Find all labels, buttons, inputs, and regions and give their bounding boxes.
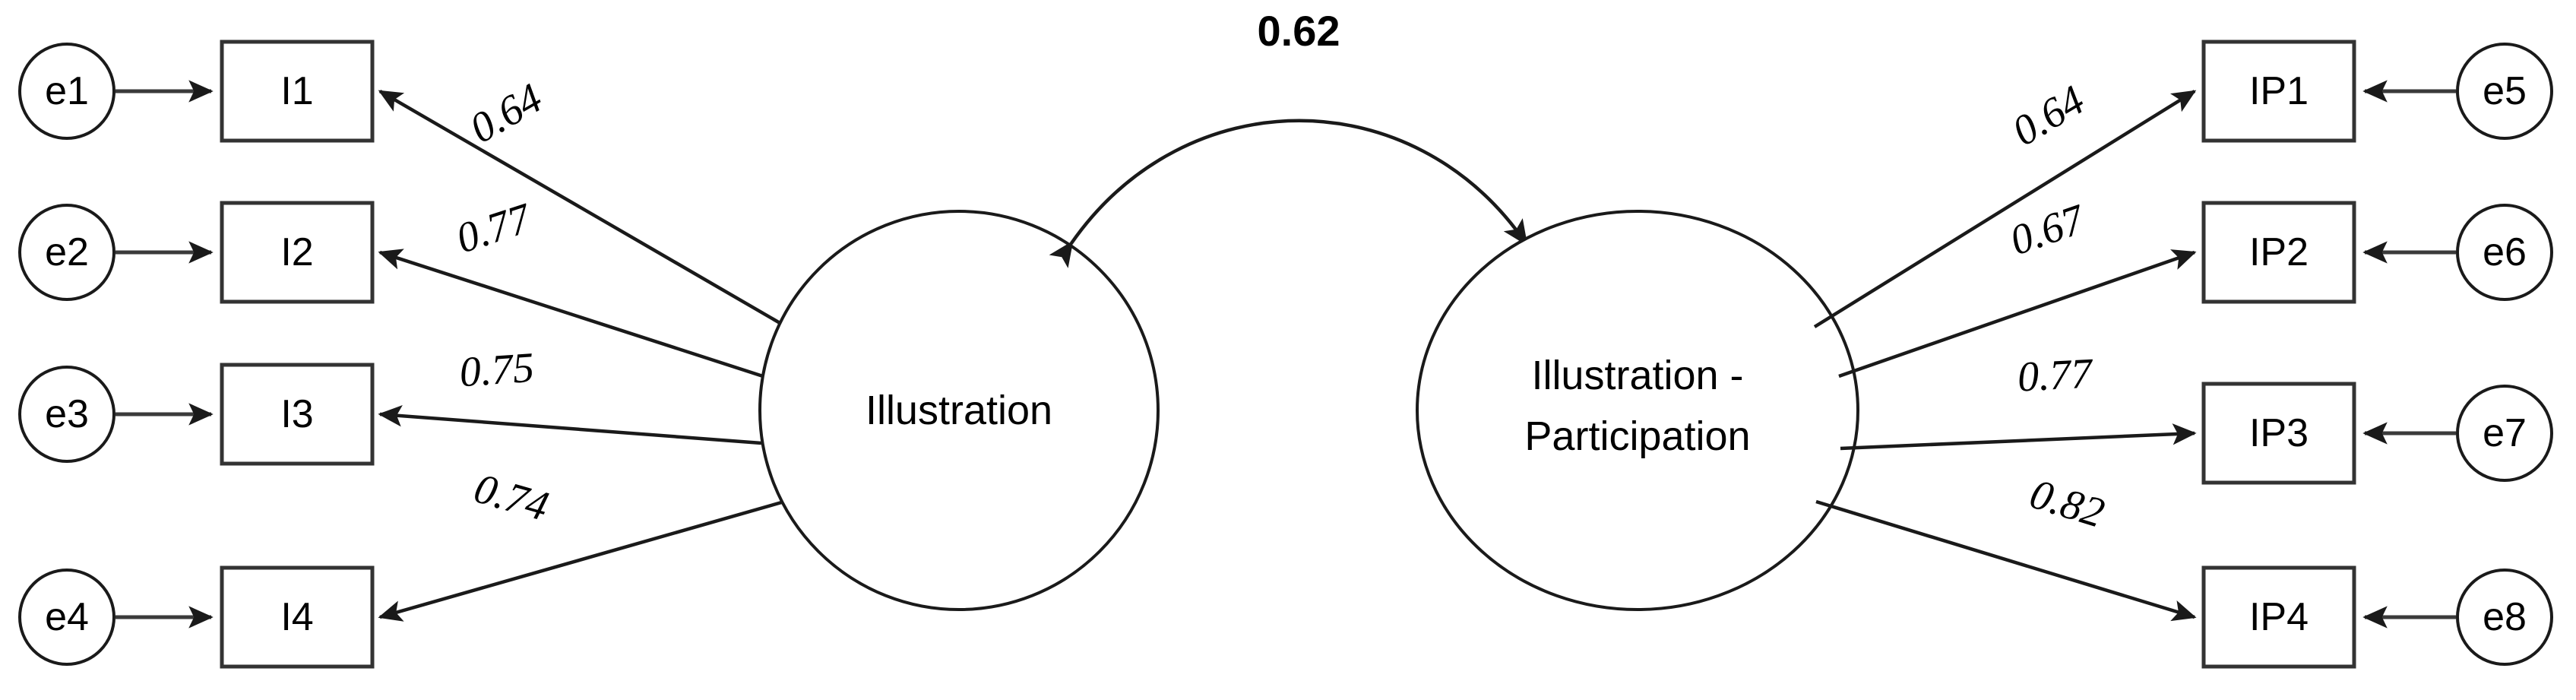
loading-path-ip-IP1 xyxy=(1813,90,2197,328)
error-label-e3: e3 xyxy=(45,392,89,436)
indicator-node-IP4: IP4 xyxy=(2201,565,2356,669)
error-node-e8: e8 xyxy=(2456,569,2553,666)
indicator-box-I4 xyxy=(220,565,375,669)
indicator-node-IP2: IP2 xyxy=(2201,201,2356,304)
indicator-label-I1: I1 xyxy=(280,69,313,113)
error-label-e2: e2 xyxy=(45,230,89,274)
loading-value-IP3: 0.77 xyxy=(2017,350,2095,401)
loading-value-I2: 0.77 xyxy=(451,195,537,263)
indicator-label-IP1: IP1 xyxy=(2249,69,2309,113)
indicator-label-IP3: IP3 xyxy=(2249,411,2309,455)
loading-value-IP4: 0.82 xyxy=(2024,470,2109,537)
indicator-label-I2: I2 xyxy=(280,230,313,274)
factor-label-illustration-participation-line1: Illustration - xyxy=(1531,353,1743,398)
error-circle-e7 xyxy=(2456,385,2553,482)
error-label-e5: e5 xyxy=(2483,69,2527,113)
loading-path-illustration-I4 xyxy=(378,499,785,622)
error-circle-e8 xyxy=(2456,569,2553,666)
covariance-value: 0.62 xyxy=(1258,7,1340,55)
error-label-e1: e1 xyxy=(45,69,89,113)
error-node-e1: e1 xyxy=(18,43,116,140)
indicator-box-IP4 xyxy=(2201,565,2356,669)
error-label-e7: e7 xyxy=(2483,411,2527,455)
indicator-node-IP1: IP1 xyxy=(2201,40,2356,143)
error-circle-e6 xyxy=(2456,204,2553,301)
loading-path-ip-IP3 xyxy=(1840,423,2197,451)
loading-value-I1: 0.64 xyxy=(462,74,550,153)
factor-ellipse-illustration-participation xyxy=(1416,210,1859,611)
error-label-e8: e8 xyxy=(2483,595,2527,639)
factor-label-illustration: Illustration xyxy=(866,388,1052,433)
indicator-node-I2: I2 xyxy=(220,201,375,304)
loading-path-illustration-I3 xyxy=(378,405,762,445)
error-circle-e2 xyxy=(18,204,116,301)
indicator-box-I2 xyxy=(220,201,375,304)
factor-ellipse-illustration xyxy=(758,210,1160,611)
error-label-e6: e6 xyxy=(2483,230,2527,274)
indicator-node-IP3: IP3 xyxy=(2201,382,2356,485)
indicator-label-IP4: IP4 xyxy=(2249,595,2309,639)
error-label-e4: e4 xyxy=(45,595,89,639)
loading-value-IP2: 0.67 xyxy=(2005,195,2092,264)
indicator-label-I4: I4 xyxy=(280,595,313,639)
covariance-curve xyxy=(1049,119,1528,268)
error-node-e2: e2 xyxy=(18,204,116,301)
indicator-node-I3: I3 xyxy=(220,363,375,466)
loading-path-illustration-I2 xyxy=(378,249,764,379)
indicator-node-I4: I4 xyxy=(220,565,375,669)
factor-label-illustration-participation-line2: Participation xyxy=(1524,413,1750,459)
indicator-box-IP1 xyxy=(2201,40,2356,143)
loading-value-I4: 0.74 xyxy=(469,464,553,531)
loading-path-illustration-I1 xyxy=(378,90,788,328)
indicator-node-I1: I1 xyxy=(220,40,375,143)
error-node-e4: e4 xyxy=(18,569,116,666)
loading-path-ip-IP4 xyxy=(1815,499,2197,622)
indicator-label-I3: I3 xyxy=(280,392,313,436)
loading-value-I3: 0.75 xyxy=(458,344,536,397)
indicator-box-I1 xyxy=(220,40,375,143)
loading-path-ip-IP2 xyxy=(1838,249,2197,379)
indicator-box-IP3 xyxy=(2201,382,2356,485)
indicator-box-IP2 xyxy=(2201,201,2356,304)
indicator-label-IP2: IP2 xyxy=(2249,230,2309,274)
error-circle-e4 xyxy=(18,569,116,666)
error-circle-e3 xyxy=(18,366,116,463)
error-circle-e5 xyxy=(2456,43,2553,140)
latent-factor-illustration-participation: Illustration - Participation xyxy=(1416,210,1859,611)
error-node-e6: e6 xyxy=(2456,204,2553,301)
latent-factor-illustration: Illustration xyxy=(758,210,1160,611)
loading-value-IP1: 0.64 xyxy=(2005,77,2093,156)
error-node-e5: e5 xyxy=(2456,43,2553,140)
indicator-box-I3 xyxy=(220,363,375,466)
error-node-e7: e7 xyxy=(2456,385,2553,482)
error-circle-e1 xyxy=(18,43,116,140)
error-node-e3: e3 xyxy=(18,366,116,463)
